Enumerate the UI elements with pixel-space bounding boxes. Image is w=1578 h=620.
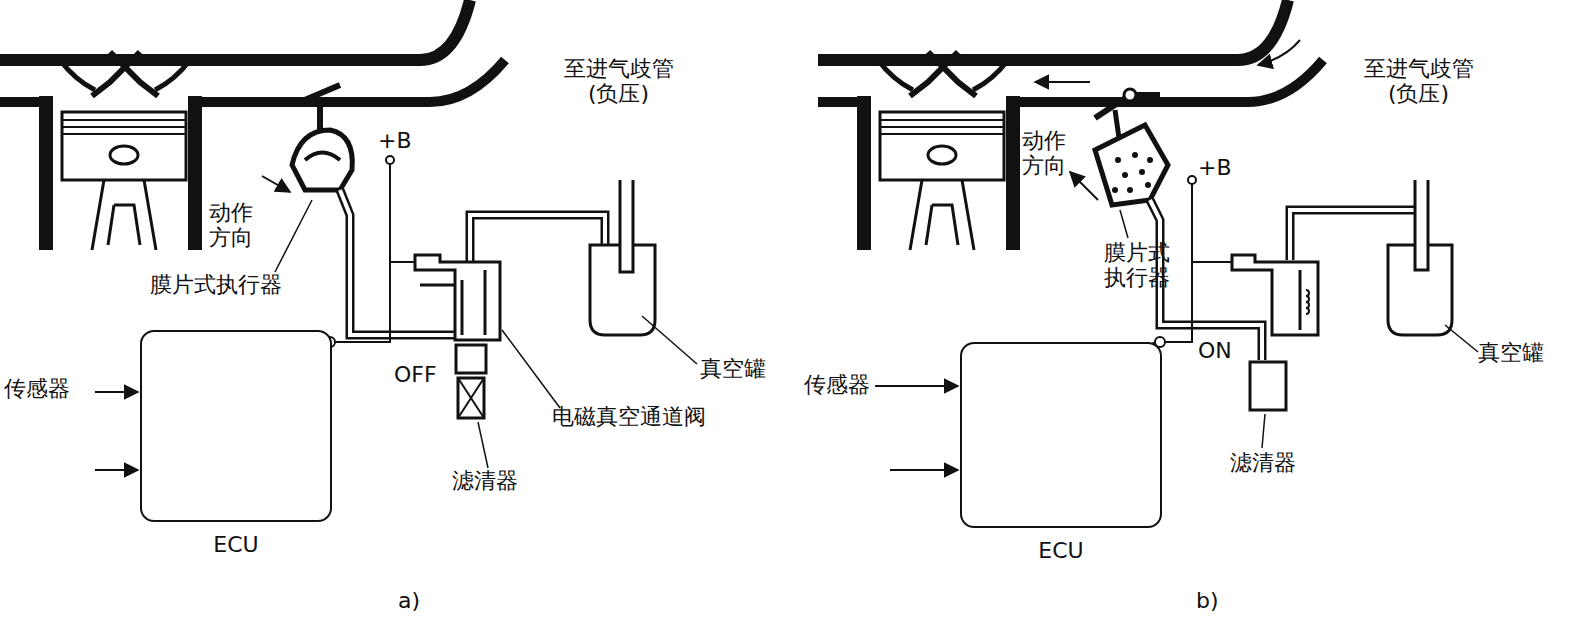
ecu-outline [960, 342, 1162, 528]
ecu-outline [140, 330, 332, 522]
part-label: a) [398, 588, 420, 613]
part-label: 滤清器 [452, 468, 518, 493]
ecu-box: ECU [140, 330, 332, 559]
part-label: OFF [394, 362, 437, 387]
ecu-name: ECU [960, 538, 1162, 563]
part-label: 动作 方向 [1018, 128, 1070, 179]
part-label: ON [1198, 338, 1232, 363]
part-label: 膜片式 执行器 [1098, 240, 1176, 291]
part-label: 至进气歧管 (负压) [556, 56, 681, 107]
part-label: 真空罐 [1478, 340, 1544, 365]
part-label: b) [1196, 588, 1219, 613]
part-label: 电磁真空通道阀 [552, 404, 706, 429]
ecu-box: ECU [960, 342, 1162, 565]
part-label: 传感器 [4, 376, 70, 401]
part-label: 动作 方向 [205, 200, 257, 251]
part-label: 滤清器 [1230, 450, 1296, 475]
ecu-name: ECU [140, 532, 332, 557]
part-label: +B [378, 128, 412, 153]
part-label: 膜片式执行器 [150, 272, 282, 297]
part-label: +B [1198, 155, 1232, 180]
part-label: 真空罐 [700, 356, 766, 381]
part-label: 至进气歧管 (负压) [1356, 56, 1481, 107]
part-label: 传感器 [804, 372, 870, 397]
